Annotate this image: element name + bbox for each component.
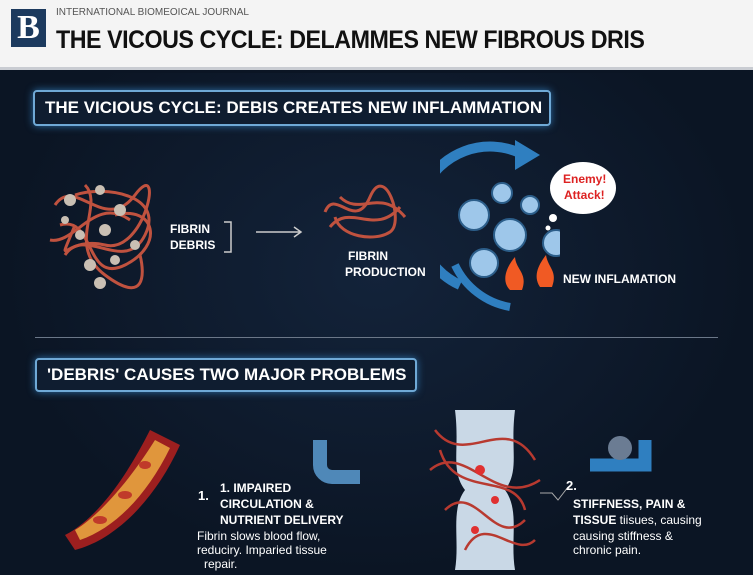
problem-1-body-1: Fibrin slows blood flow, [197,529,321,543]
problem-2-heading-2: TISSUE [573,513,617,527]
problem-1-heading-1: 1. IMPAIRED [220,481,292,495]
problem-2-body-2: chronic pain. [573,543,642,557]
fibrin-debris-label-1: FIBRIN [170,222,210,236]
blood-vessel-illustration [65,430,180,550]
joint-fibrin-illustration [429,410,541,570]
speech-bubble [545,162,616,231]
cycle-arrow-illustration [440,140,560,311]
section-title-cycle: THE VICIOUS CYCLE: DEBIS CREATES NEW INF… [33,90,551,126]
journal-name: INTERNATIONAL BIOMEOICAL JOURNAL [56,7,249,18]
bubble-text-1: Enemy! [563,172,607,186]
problem-2-heading-2-rest: tiisues, causing [616,513,702,527]
blocked-pipe-icon [590,436,652,472]
problem-1-heading-2: CIRCULATION & [220,497,314,511]
problem-2-number: 2. [566,478,577,493]
header: B INTERNATIONAL BIOMEOICAL JOURNAL THE V… [0,0,753,70]
fire-icon [505,255,554,290]
page-title: THE VICOUS CYCLE: DELAMMES NEW FIBROUS D… [56,26,645,54]
fibrin-debris-label-2: DEBRIS [170,238,216,252]
problem-2-body-1: causing stiffness & [573,529,673,543]
bubble-text-2: Attack! [564,188,605,202]
angry-cell-icons [458,182,560,278]
pipe-icon [313,440,360,484]
problem-2-heading-1: STIFFNESS, PAIN & [573,497,686,511]
fibrin-production-illustration [323,184,407,239]
section-title-problems: 'DEBRIS' CAUSES TWO MAJOR PROBLEMS [35,358,417,392]
new-inflammation-label: NEW INFLAMATION [563,272,677,286]
connector-line [540,486,569,501]
fibrin-production-label-2: PRODUCTION [345,265,426,279]
problem-1-body-3: repair. [204,557,238,571]
problem-1-body-2: reduciry. Imparied tissue [197,543,327,557]
arrow-right-icon [256,226,303,238]
problem-1-heading-3: NUTRIENT DELIVERY [220,513,344,527]
fibrin-debris-illustration [49,183,152,290]
fibrin-production-label-1: FIBRIN [348,249,388,263]
bracket-icon [224,221,232,253]
journal-logo: B [11,9,46,47]
problem-1-number: 1. [198,488,209,503]
divider [35,337,718,338]
